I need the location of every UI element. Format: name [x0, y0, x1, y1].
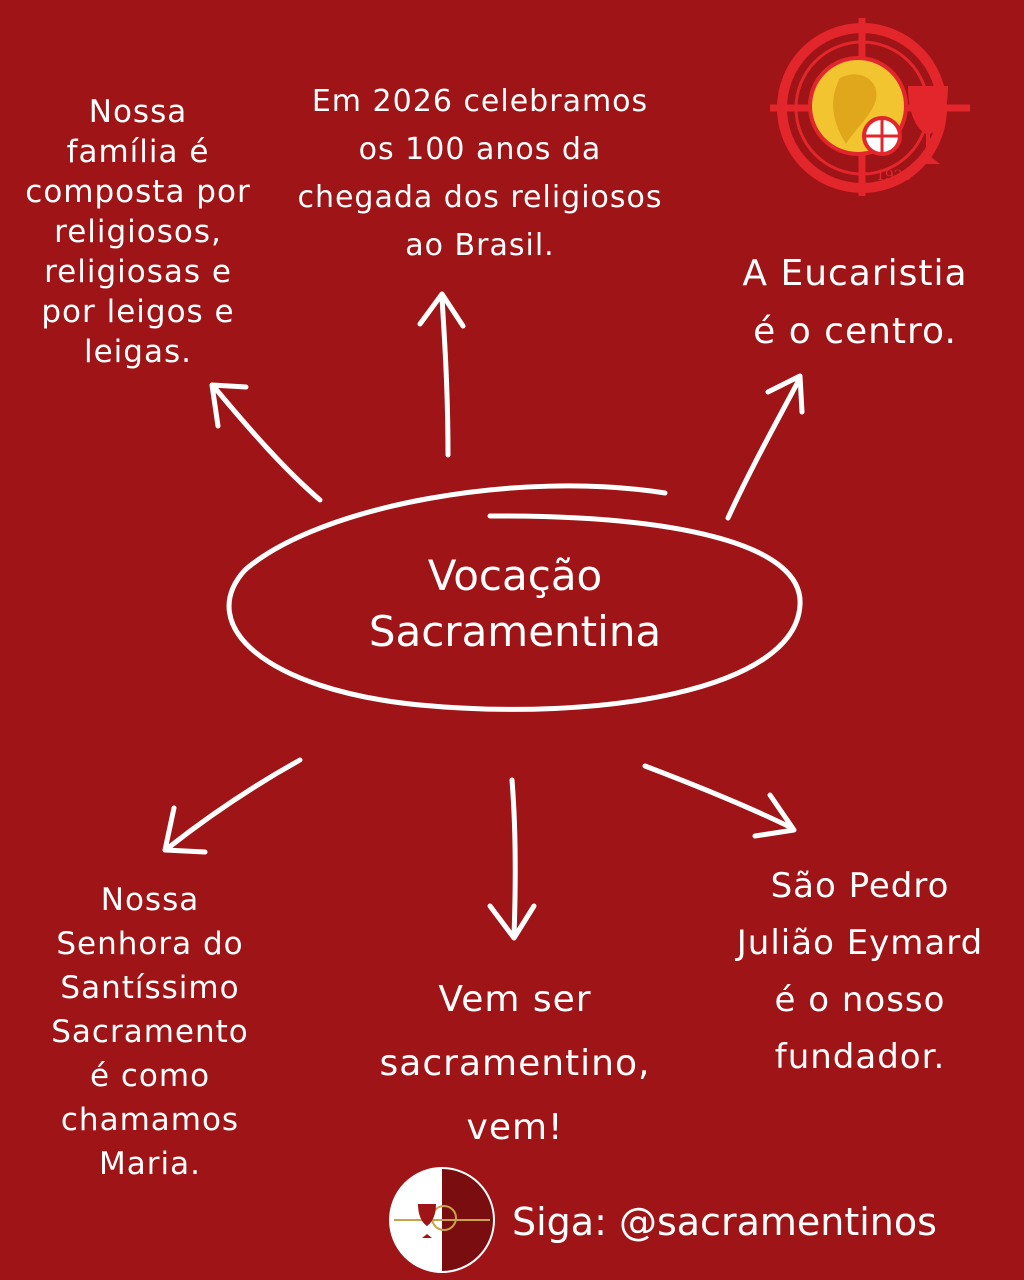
arrow-bottom-center [487, 777, 537, 941]
arrow-top-left [209, 382, 323, 503]
node-invitation: Vem ser sacramentino, vem! [379, 979, 651, 1148]
center-ellipse [226, 483, 803, 712]
node-our-lady: Nossa Senhora do Santíssimo Sacramento é… [51, 882, 249, 1182]
center-label: Vocação Sacramentina [368, 551, 662, 656]
centenary-seal-icon: 1926 [770, 18, 970, 196]
arrow-top-center [417, 291, 466, 458]
node-eucharist: A Eucaristia é o centro. [742, 253, 968, 352]
arrow-top-right [725, 373, 805, 521]
sacramentinos-logo-icon [389, 1167, 495, 1273]
node-centenary: Em 2026 celebramos os 100 anos da chegad… [297, 84, 663, 263]
arrow-bottom-left [162, 757, 303, 855]
node-family: Nossa família é composta por religiosos,… [25, 94, 251, 370]
node-founder: São Pedro Julião Eymard é o nosso fundad… [736, 866, 984, 1077]
svg-text:1926: 1926 [876, 168, 912, 184]
follow-handle[interactable]: Siga: @sacramentinos [512, 1200, 937, 1244]
arrow-bottom-right [642, 763, 797, 839]
